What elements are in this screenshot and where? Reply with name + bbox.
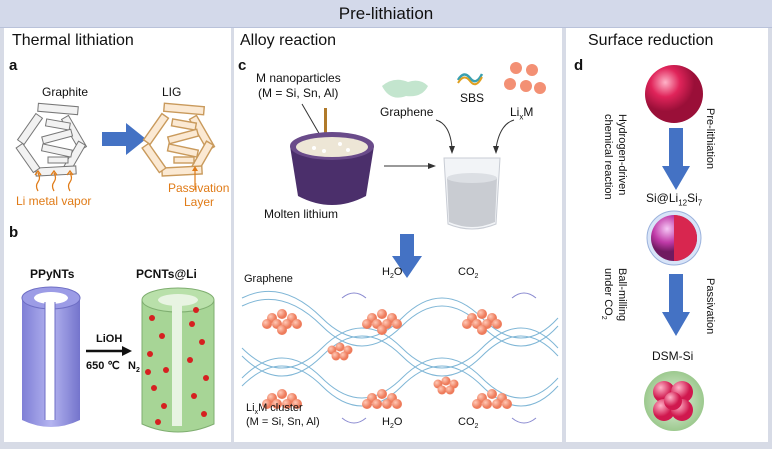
panel-title-alloy: Alloy reaction (240, 32, 337, 49)
panel-thermal-lithiation: Thermal lithiation a Graphite LIG (4, 28, 231, 442)
co2-label-bottom: CO2 (458, 416, 479, 431)
sbs-label: SBS (460, 91, 485, 105)
passivation-label-2: Layer (184, 195, 215, 209)
panel-title-surface: Surface reduction (588, 32, 714, 49)
passivation-label-1: Passivation (168, 181, 230, 195)
panel-surface-reduction: Surface reduction d Hydrogen-driven chem… (566, 28, 768, 442)
ppynts-label: PPyNTs (30, 267, 75, 281)
si-sphere (645, 65, 703, 123)
dsm-si-label: DSM-Si (652, 349, 694, 363)
n2-label: N2 (128, 360, 140, 375)
beaker (443, 157, 501, 230)
vapor-arrows-icon (34, 169, 74, 192)
panel-label-a: a (9, 57, 18, 74)
down-arrow-icon (392, 234, 422, 278)
panel-label-c: c (238, 57, 247, 74)
molten-lithium-crucible (290, 103, 374, 205)
graphite-label: Graphite (42, 85, 89, 99)
prelithiation-label: Pre-lithiation (704, 108, 716, 170)
mixing-arrows (435, 119, 515, 154)
process-arrow-icon (384, 163, 436, 169)
reaction-arrow-icon (86, 346, 132, 356)
pcnt-tube (141, 287, 215, 433)
molten-lithium-label: Molten lithium (264, 207, 339, 221)
hydrogen-label-1: Hydrogen-driven (616, 114, 628, 196)
lig-structure (141, 102, 216, 177)
ballmilling-label-2: under CO2 (599, 268, 614, 320)
cluster-label-1: LixM cluster (246, 402, 303, 417)
dsm-si-sphere (644, 371, 704, 431)
passivation-label-d: Passivation (704, 278, 716, 335)
nanoparticles-label-1: M nanoparticles (256, 71, 341, 85)
cluster-label-2: (M = Si, Sn, Al) (246, 416, 320, 428)
panel-label-b: b (9, 224, 19, 241)
vapor-label: Li metal vapor (16, 194, 92, 208)
down-arrow-1-icon (662, 128, 690, 190)
si-li-sphere (646, 210, 702, 266)
graphene-cluster-network (241, 290, 559, 424)
lioh-label: LiOH (96, 333, 123, 345)
ballmilling-label-1: Ball-milling (616, 268, 628, 322)
lixm-label: LixM (510, 105, 534, 122)
h2o-label-bottom: H2O (382, 416, 403, 431)
header-title: Pre-lithiation (338, 4, 434, 23)
lixm-particles-icon (504, 62, 546, 94)
si-li-label: Si@Li12Si7 (646, 191, 703, 208)
right-arrow-icon (102, 123, 146, 155)
nanoparticles-label-2: (M = Si, Sn, Al) (258, 86, 339, 100)
panel-title-thermal: Thermal lithiation (12, 32, 134, 49)
graphene-flake-icon (382, 79, 428, 98)
graphene-label-2: Graphene (244, 273, 293, 285)
header-banner: Pre-lithiation (0, 0, 772, 28)
sbs-polymer-icon (456, 73, 484, 86)
down-arrow-2-icon (662, 274, 690, 336)
graphene-label: Graphene (380, 105, 434, 119)
graphite-structure (15, 102, 88, 177)
temperature-label: 650 ℃ (86, 360, 120, 372)
lig-label: LIG (162, 85, 182, 99)
co2-label-top: CO2 (458, 266, 479, 281)
panel-label-d: d (574, 57, 584, 74)
ppynt-tube (21, 286, 81, 427)
h2o-label-top: H2O (382, 266, 403, 281)
pcnts-label: PCNTs@Li (136, 267, 197, 281)
passivation-pointer (192, 166, 198, 190)
hydrogen-label-2: chemical reaction (602, 114, 614, 200)
panel-alloy-reaction: Alloy reaction c M nanoparticles (M = Si… (234, 28, 562, 442)
